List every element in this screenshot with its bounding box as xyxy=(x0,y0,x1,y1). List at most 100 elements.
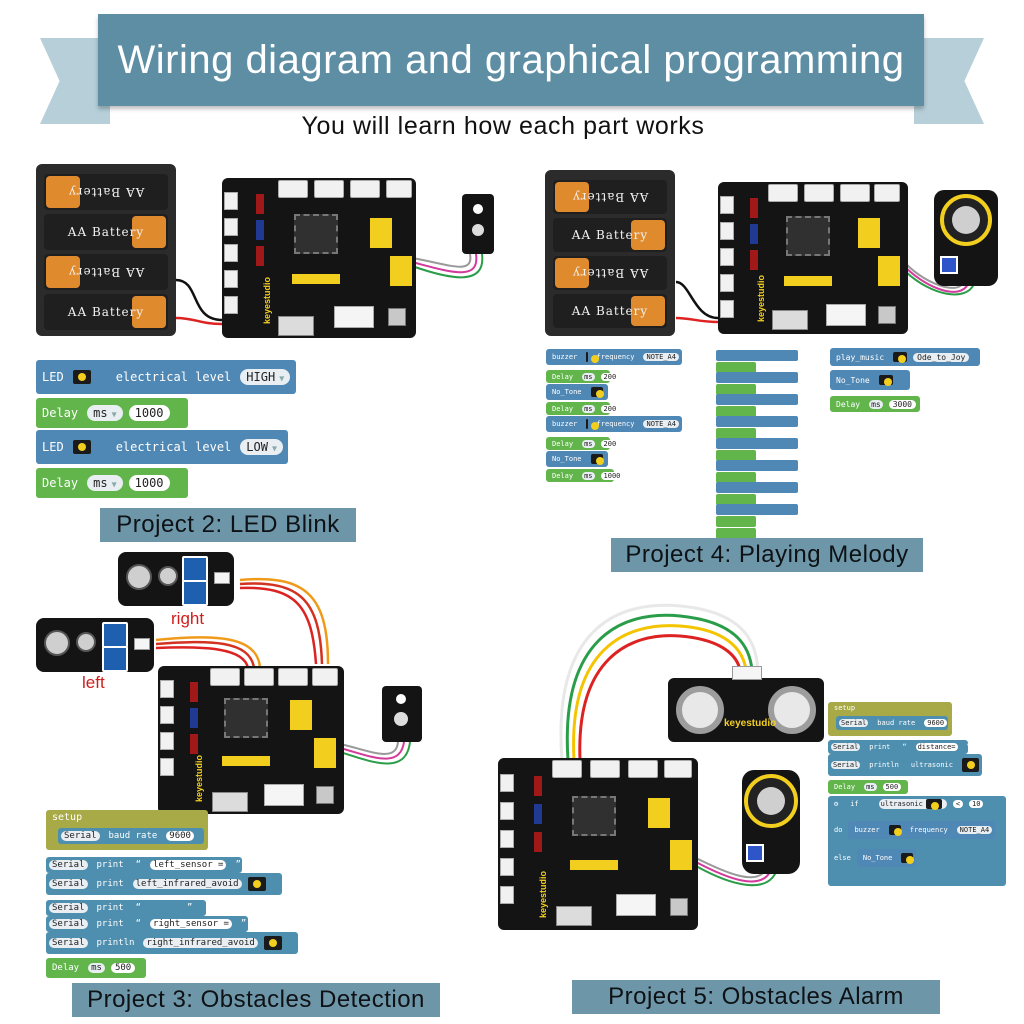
driver-chip xyxy=(786,216,830,256)
power-connector xyxy=(826,304,866,326)
ir-transmitter xyxy=(44,630,70,656)
brand-text: keyestudio xyxy=(262,276,272,324)
code-block-led-high: LED electrical level HIGH▼ xyxy=(36,360,296,394)
power-connector xyxy=(334,306,374,328)
port-connector xyxy=(312,668,338,686)
power-switch xyxy=(556,906,592,926)
code-block-led-low: LED electrical level LOW▼ xyxy=(36,430,288,464)
pin-header xyxy=(134,638,150,650)
side-connector xyxy=(720,300,734,318)
project-4-label: Project 4: Playing Melody xyxy=(611,538,923,572)
ultrasonic-sensor: keyestudio xyxy=(668,666,824,742)
code-block-if-else: ⚙if ultrasonic < 10 do buzzer frequency … xyxy=(828,796,1006,886)
ir-sensor-right xyxy=(118,552,234,606)
port-connector xyxy=(768,184,798,202)
note-dropdown[interactable]: NOTE_A4 xyxy=(643,353,679,361)
aa-battery: AA Battery xyxy=(44,294,168,330)
port-connector xyxy=(628,760,658,778)
unit-dropdown[interactable]: ms▼ xyxy=(87,475,123,491)
note-dropdown[interactable]: NOTE_A4 xyxy=(643,420,679,428)
controller-board: keyestudio xyxy=(498,758,698,930)
battery-pack: AA Battery AA Battery AA Battery AA Batt… xyxy=(36,164,176,336)
code-block-serial-print: Serial print “distance=” xyxy=(828,740,971,754)
port-connector xyxy=(244,668,274,686)
project-3-label: Project 3: Obstacles Detection xyxy=(72,983,440,1017)
port-connector xyxy=(552,760,582,778)
code-block-serial-print: Serial print “right_sensor =” xyxy=(46,916,248,932)
title-banner: Wiring diagram and graphical programming xyxy=(98,14,924,106)
potentiometer xyxy=(940,256,958,274)
code-block-serial-println: Serial println right_infrared_avoid xyxy=(46,932,298,954)
port-connector xyxy=(278,180,308,198)
port-connector xyxy=(314,180,344,198)
buzzer-module xyxy=(742,770,800,874)
power-connector xyxy=(264,784,304,806)
controller-board: keyestudio xyxy=(158,666,344,814)
code-block-play-music: play_music Ode_to_Joy xyxy=(830,348,980,366)
aa-battery: AA Battery xyxy=(44,254,168,290)
ir-receiver xyxy=(76,632,96,652)
unit-dropdown[interactable]: ms▼ xyxy=(87,405,123,421)
power-switch xyxy=(212,792,248,812)
controller-board: keyestudio xyxy=(222,178,416,338)
side-connector xyxy=(720,248,734,266)
music-dropdown[interactable]: Ode_to_Joy xyxy=(913,352,970,362)
level-dropdown[interactable]: LOW▼ xyxy=(240,439,284,455)
reset-button xyxy=(316,786,334,804)
buzzer-module xyxy=(934,190,998,286)
ultrasonic-transducer xyxy=(676,686,724,734)
side-connector xyxy=(160,680,174,698)
battery-pack: AA Battery AA Battery AA Battery AA Batt… xyxy=(545,170,675,336)
power-switch xyxy=(772,310,808,330)
side-connector xyxy=(500,858,514,876)
side-connector xyxy=(224,244,238,262)
side-connector xyxy=(720,222,734,240)
code-block-serial-print: Serial print “left_sensor =” xyxy=(46,857,242,873)
right-sensor-label: right xyxy=(171,609,205,628)
code-block-delay: Delay ms 500 xyxy=(828,780,908,794)
delay-value-input[interactable]: 1000 xyxy=(128,405,170,421)
ir-sensor-left xyxy=(36,618,154,672)
page-title: Wiring diagram and graphical programming xyxy=(117,37,905,82)
side-connector xyxy=(224,192,238,210)
potentiometer xyxy=(746,844,764,862)
delay-value-input[interactable]: 1000 xyxy=(128,475,170,491)
brand-text: keyestudio xyxy=(538,870,548,918)
code-block-no-tone: No_Tone xyxy=(546,451,608,467)
port-connector xyxy=(664,760,692,778)
code-block-buzzer: buzzer frequency NOTE_A4 xyxy=(546,416,682,432)
project-5-label: Project 5: Obstacles Alarm xyxy=(572,980,940,1014)
reset-button xyxy=(388,308,406,326)
ir-receiver xyxy=(158,566,178,586)
code-block-serial-print: Serial print “” xyxy=(46,900,206,916)
speaker-icon xyxy=(940,194,992,246)
level-dropdown[interactable]: HIGH▼ xyxy=(240,369,291,385)
side-connector xyxy=(160,732,174,750)
port-connector xyxy=(350,180,380,198)
project-2-label: Project 2: LED Blink xyxy=(100,508,356,542)
reset-button xyxy=(670,898,688,916)
power-connector xyxy=(616,894,656,916)
note-dropdown[interactable]: NOTE_A4 xyxy=(956,826,993,834)
code-block-delay: Delay ms▼ 1000 xyxy=(36,398,188,428)
code-block-buzzer: buzzer frequency NOTE_A4 xyxy=(848,821,996,839)
side-connector xyxy=(160,706,174,724)
potentiometer xyxy=(102,622,128,648)
code-block-no-tone: No_Tone xyxy=(546,384,608,400)
aa-battery: AA Battery xyxy=(44,174,168,210)
left-sensor-label: left xyxy=(82,673,105,692)
port-connector xyxy=(840,184,870,202)
speaker-icon xyxy=(744,774,798,828)
side-connector xyxy=(500,774,514,792)
led-module-icon xyxy=(72,440,91,454)
code-block-delay: Delay ms 500 xyxy=(46,958,146,978)
potentiometer xyxy=(182,556,208,582)
ultrasonic-transducer xyxy=(768,686,816,734)
code-block-no-tone: No_Tone xyxy=(856,849,917,867)
pin-header xyxy=(214,572,230,584)
port-connector xyxy=(386,180,412,198)
